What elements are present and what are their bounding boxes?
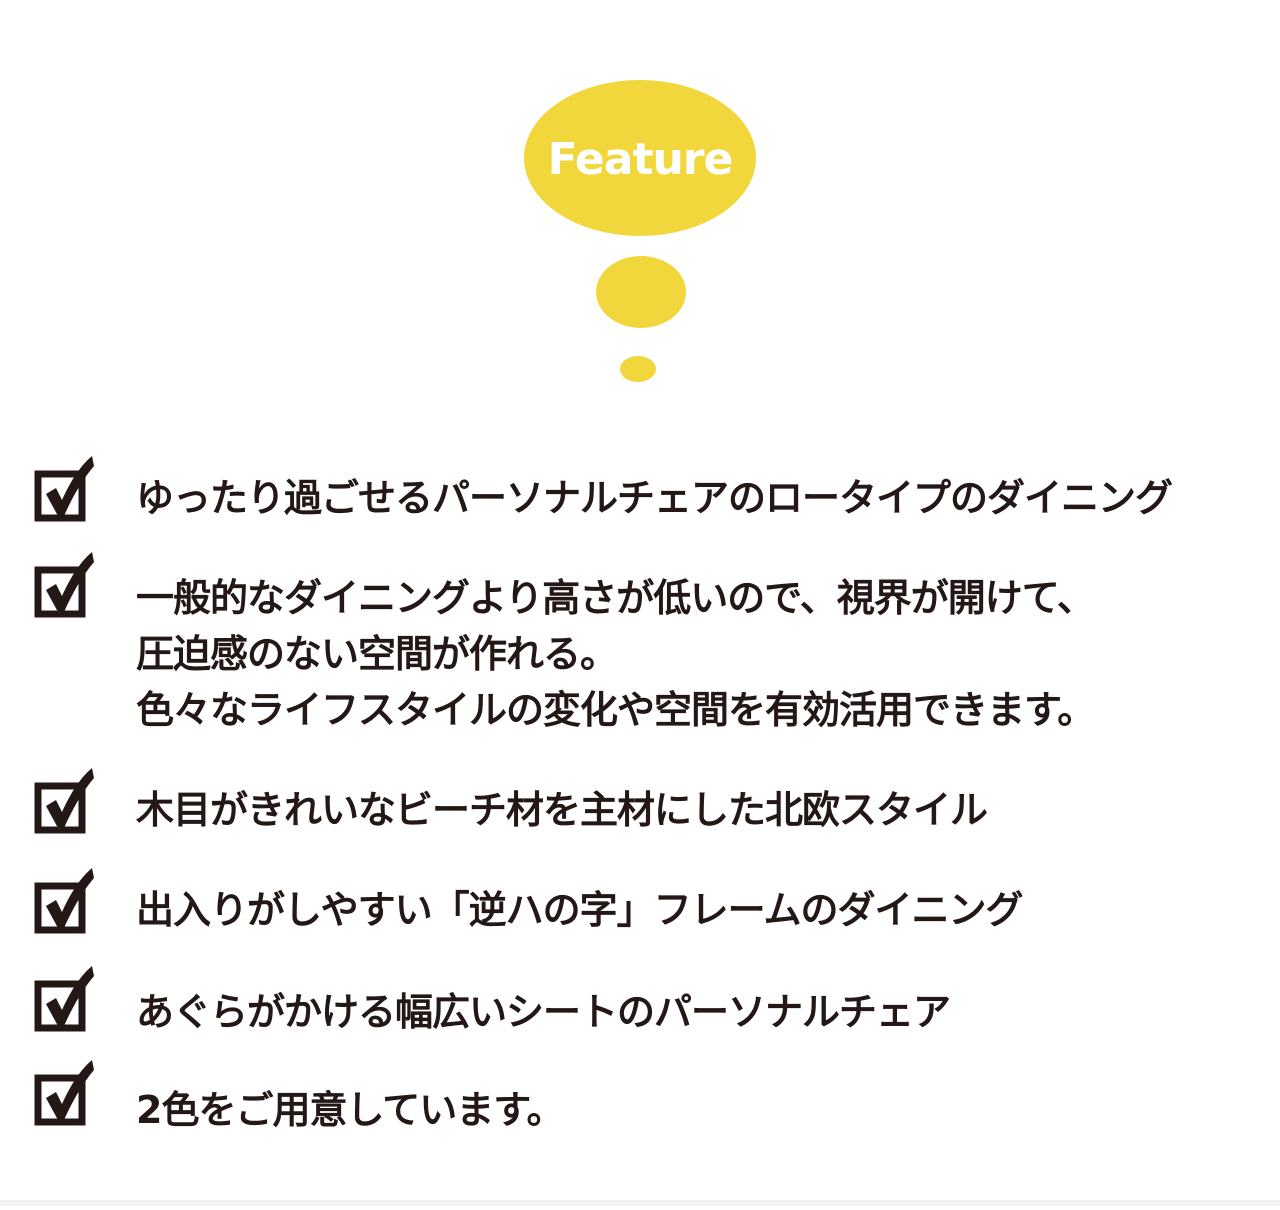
feature-bubble: Feature [524,80,756,236]
feature-text: 一般的なダイニングより高さが低いので、視界が開けて、 圧迫感のない空間が作れる。… [136,576,1095,732]
checkbox-checked-icon [34,1060,94,1126]
checkbox-checked-icon [34,768,94,834]
feature-text: ゆったり過ごせるパーソナルチェアのロータイプのダイニング [136,476,1173,520]
feature-text: あぐらがかける幅広いシートのパーソナルチェア [136,990,951,1034]
feature-text: 木目がきれいなビーチ材を主材にした北欧スタイル [136,788,988,832]
checkbox-checked-icon [34,552,94,618]
feature-title: Feature [547,133,734,185]
checkbox-checked-icon [34,868,94,934]
feature-text: 2色をご用意しています。 [136,1088,565,1132]
thought-bubble-small [620,356,656,382]
feature-text: 出入りがしやすい「逆ハの字」フレームのダイニング [136,888,1023,932]
thought-bubble-mid [596,256,686,328]
checkbox-checked-icon [34,456,94,522]
checkbox-checked-icon [34,966,94,1032]
bottom-divider [0,1200,1280,1206]
